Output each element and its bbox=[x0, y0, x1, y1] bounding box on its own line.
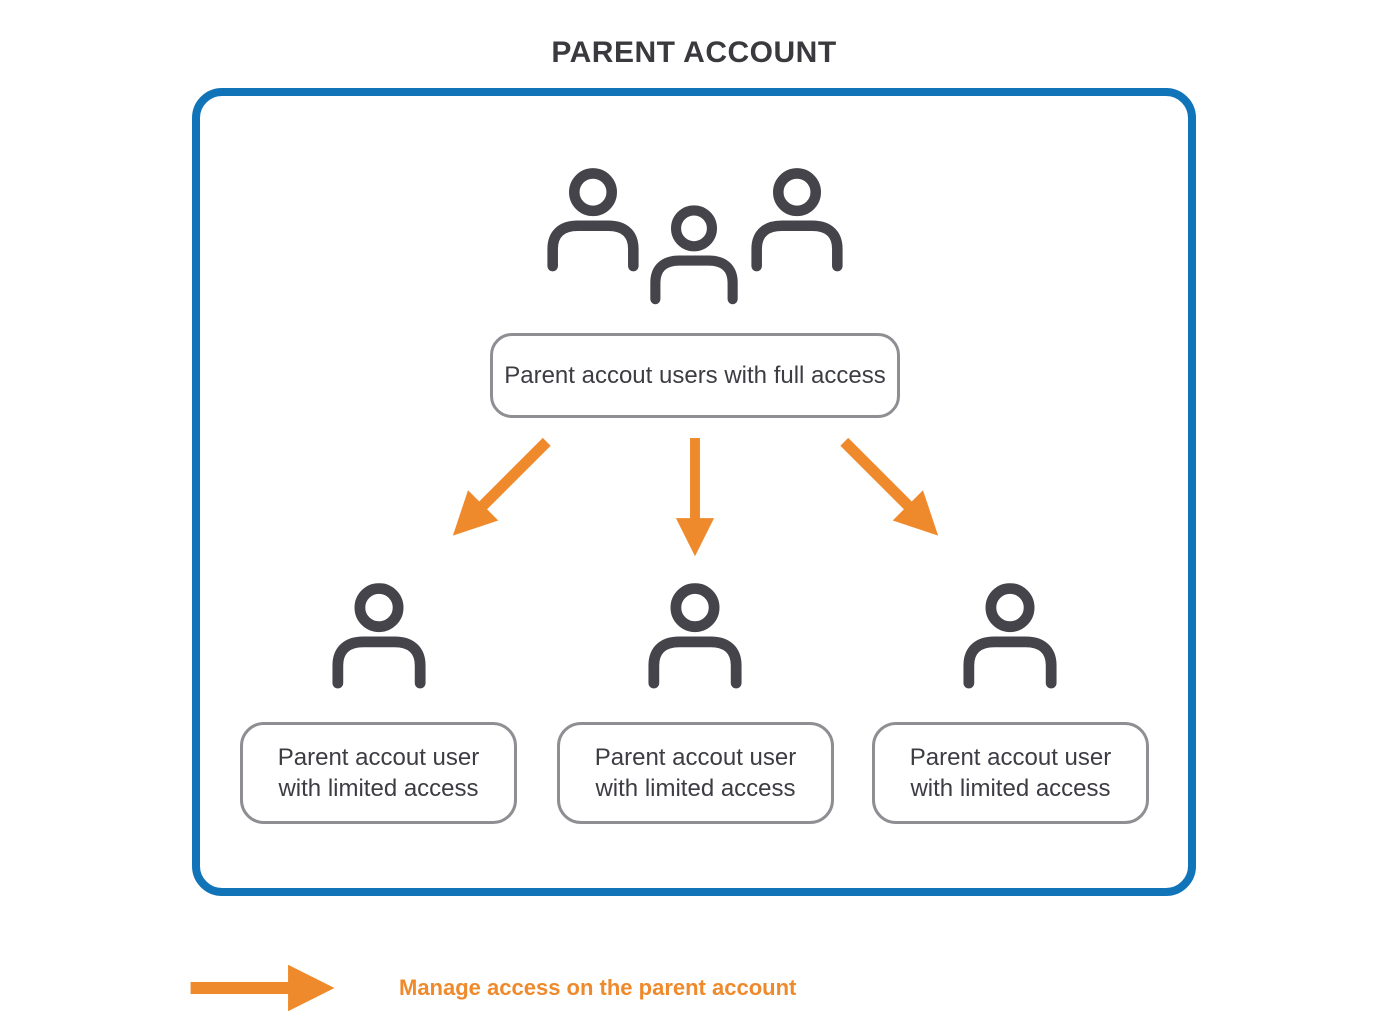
user-icon bbox=[646, 583, 744, 689]
child-node-label-line: Parent accout user bbox=[277, 744, 480, 771]
root-node-label: Parent accout users with full access bbox=[504, 362, 886, 389]
arrow-down-icon bbox=[675, 438, 715, 557]
root-node-box: Parent accout users with full access bbox=[490, 333, 900, 418]
arrow-right-icon bbox=[190, 964, 335, 1012]
child-node-box: Parent accout user with limited access bbox=[557, 722, 834, 824]
users-group-icon bbox=[545, 168, 845, 308]
page-title: PARENT ACCOUNT bbox=[551, 36, 837, 69]
child-node-box: Parent accout user with limited access bbox=[872, 722, 1149, 824]
user-icon bbox=[961, 583, 1059, 689]
child-node-label-line: with limited access bbox=[595, 775, 796, 802]
child-node-label-line: with limited access bbox=[278, 775, 479, 802]
child-node-label-line: Parent accout user bbox=[909, 744, 1112, 771]
child-node-label-line: Parent accout user bbox=[594, 744, 797, 771]
child-node-box: Parent accout user with limited access bbox=[240, 722, 517, 824]
child-node-label-line: with limited access bbox=[910, 775, 1111, 802]
user-icon bbox=[330, 583, 428, 689]
legend-label: Manage access on the parent account bbox=[399, 975, 797, 1000]
